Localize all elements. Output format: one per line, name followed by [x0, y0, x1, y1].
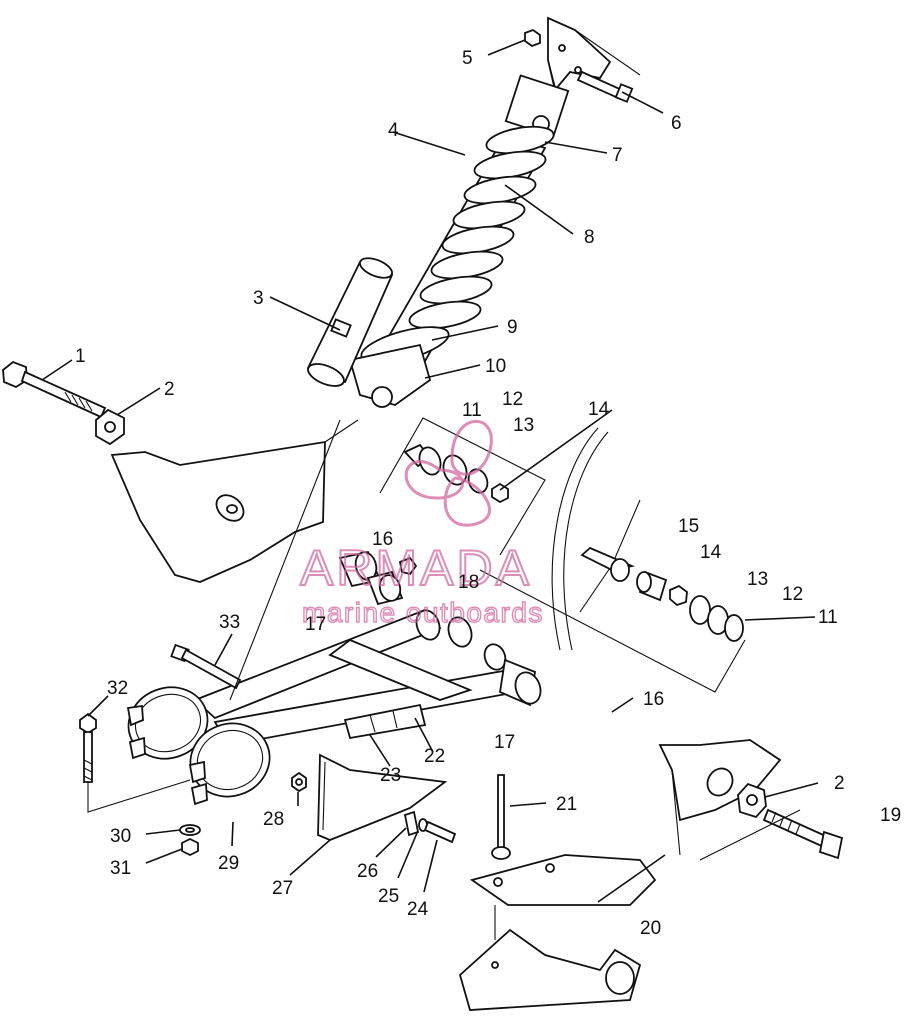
fender-arc [551, 427, 609, 651]
nut-28 [291, 771, 307, 793]
callout-2a: 2 [164, 379, 175, 400]
callout-14b: 14 [700, 542, 722, 563]
callout-32: 32 [107, 678, 128, 699]
watermark-petal-b [450, 420, 493, 476]
right-side-panel [658, 739, 782, 856]
callout-15: 15 [678, 516, 699, 537]
lock-nut-2b [737, 782, 767, 819]
callout-24: 24 [407, 899, 429, 920]
callout-26: 26 [357, 861, 378, 882]
callout-9: 9 [507, 317, 518, 338]
swing-arm [193, 608, 542, 747]
reservoir-canister [306, 257, 394, 387]
rivet-21 [491, 774, 511, 860]
callout-17a: 17 [305, 614, 326, 635]
chain-guide-27 [317, 753, 448, 841]
callout-3: 3 [253, 288, 264, 309]
callout-8: 8 [584, 227, 595, 248]
bushings-left [338, 550, 418, 606]
guide-hardware [403, 810, 457, 844]
leader-lines [41, 39, 819, 940]
nut-5 [524, 28, 541, 48]
callout-12a: 12 [502, 389, 523, 410]
bolt-1 [2, 360, 107, 419]
bolt-33 [170, 643, 242, 690]
callout-27: 27 [272, 878, 293, 899]
callout-33: 33 [219, 612, 240, 633]
callout-25: 25 [378, 886, 399, 907]
callout-16b: 16 [643, 689, 664, 710]
plate-20 [469, 854, 657, 906]
callout-28: 28 [263, 809, 284, 830]
bolt-32 [79, 712, 97, 783]
bolt-6 [576, 70, 634, 103]
callout-23: 23 [380, 765, 401, 786]
lower-bracket [458, 928, 642, 1011]
callout-20: 20 [640, 918, 661, 939]
callout-31: 31 [110, 858, 131, 879]
callout-2b: 2 [834, 773, 845, 794]
callout-14a: 14 [588, 399, 610, 420]
watermark-petal-c [443, 476, 491, 527]
chassis-side-plate [110, 419, 359, 583]
watermark-tagline: marine outboards [302, 597, 544, 628]
callout-13b: 13 [747, 569, 768, 590]
callout-22: 22 [424, 746, 445, 767]
coil-spring [408, 125, 555, 330]
callout-6: 6 [671, 113, 682, 134]
bolt-19 [762, 808, 844, 860]
callout-labels: 5 6 4 7 8 3 9 10 1 2 11 12 13 14 15 14 1… [75, 48, 901, 939]
watermark: ARMADA marine outboards [299, 420, 544, 629]
callout-21: 21 [556, 794, 577, 815]
callout-11b: 11 [818, 607, 838, 628]
callout-30: 30 [110, 826, 131, 847]
callout-17b: 17 [494, 732, 515, 753]
callout-7: 7 [612, 145, 623, 166]
lock-nut-2a [95, 408, 125, 446]
washer-30 [179, 824, 201, 836]
watermark-logo-icon [404, 420, 493, 527]
callout-13a: 13 [513, 415, 534, 436]
clamp-ring-32 [126, 686, 209, 760]
callout-4: 4 [388, 120, 399, 141]
callout-10: 10 [485, 356, 506, 377]
watermark-brand: ARMADA [300, 540, 532, 596]
clamp-ring-29 [188, 722, 271, 806]
callout-11a: 11 [462, 400, 482, 421]
nut-31 [181, 837, 199, 857]
callout-16a: 16 [372, 529, 393, 550]
callout-1: 1 [75, 346, 86, 367]
callout-18: 18 [458, 572, 479, 593]
shock-absorber [348, 74, 570, 408]
callout-29: 29 [218, 853, 239, 874]
callout-19: 19 [880, 805, 901, 826]
right-pivot-assembly [479, 499, 746, 693]
callout-5: 5 [462, 48, 473, 69]
callout-12b: 12 [782, 584, 803, 605]
